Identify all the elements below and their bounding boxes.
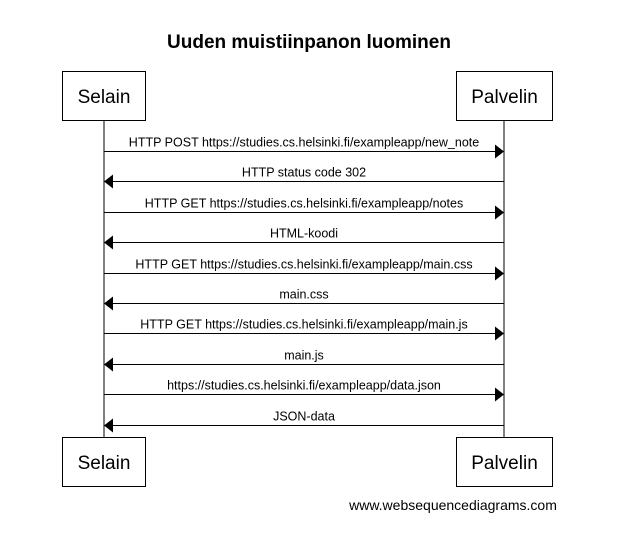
message-arrowhead	[495, 205, 504, 220]
message-label: https://studies.cs.helsinki.fi/exampleap…	[167, 379, 441, 393]
footer-credit: www.websequencediagrams.com	[348, 497, 557, 513]
messages: HTTP POST https://studies.cs.helsinki.fi…	[104, 136, 504, 433]
message-arrowhead	[104, 418, 113, 433]
message-label: main.js	[284, 349, 324, 363]
message-10: JSON-data	[104, 410, 504, 433]
actor-bottom-palvelin-label: Palvelin	[471, 453, 538, 474]
actor-bottom-selain: Selain	[62, 437, 146, 487]
message-3: HTTP GET https://studies.cs.helsinki.fi/…	[104, 197, 504, 220]
diagram-title: Uuden muistiinpanon luominen	[167, 32, 451, 53]
message-label: HTTP status code 302	[242, 166, 366, 180]
message-label: main.css	[279, 288, 328, 302]
message-arrowhead	[495, 144, 504, 159]
message-arrowhead	[104, 357, 113, 372]
message-arrowhead	[104, 296, 113, 311]
message-label: HTTP GET https://studies.cs.helsinki.fi/…	[135, 258, 472, 272]
message-8: main.js	[104, 349, 504, 372]
message-label: HTML-koodi	[270, 227, 338, 241]
message-label: HTTP POST https://studies.cs.helsinki.fi…	[129, 136, 479, 150]
actor-top-palvelin-label: Palvelin	[471, 87, 538, 108]
actor-top-selain-label: Selain	[78, 87, 131, 108]
message-1: HTTP POST https://studies.cs.helsinki.fi…	[104, 136, 504, 159]
message-label: HTTP GET https://studies.cs.helsinki.fi/…	[145, 197, 463, 211]
actor-top-selain: Selain	[62, 71, 146, 121]
message-2: HTTP status code 302	[104, 166, 504, 189]
message-arrowhead	[495, 387, 504, 402]
message-7: HTTP GET https://studies.cs.helsinki.fi/…	[104, 318, 504, 341]
actor-bottom-palvelin: Palvelin	[456, 437, 553, 487]
message-9: https://studies.cs.helsinki.fi/exampleap…	[104, 379, 504, 402]
message-arrowhead	[104, 174, 113, 189]
message-label: HTTP GET https://studies.cs.helsinki.fi/…	[140, 318, 467, 332]
message-6: main.css	[104, 288, 504, 311]
actor-bottom-selain-label: Selain	[78, 453, 131, 474]
message-arrowhead	[495, 326, 504, 341]
message-4: HTML-koodi	[104, 227, 504, 250]
message-arrowhead	[104, 235, 113, 250]
actor-top-palvelin: Palvelin	[456, 71, 553, 121]
message-arrowhead	[495, 266, 504, 281]
message-5: HTTP GET https://studies.cs.helsinki.fi/…	[104, 258, 504, 281]
message-label: JSON-data	[273, 410, 335, 424]
